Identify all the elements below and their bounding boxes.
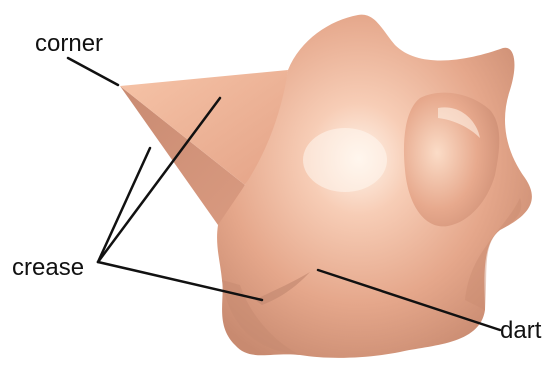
body-highlight <box>303 128 387 192</box>
dart-label: dart <box>500 319 541 343</box>
crease-leader-line-1 <box>98 148 150 262</box>
corner-leader-line <box>68 58 118 85</box>
crease-label: crease <box>12 256 84 280</box>
corner-label: corner <box>35 32 103 56</box>
